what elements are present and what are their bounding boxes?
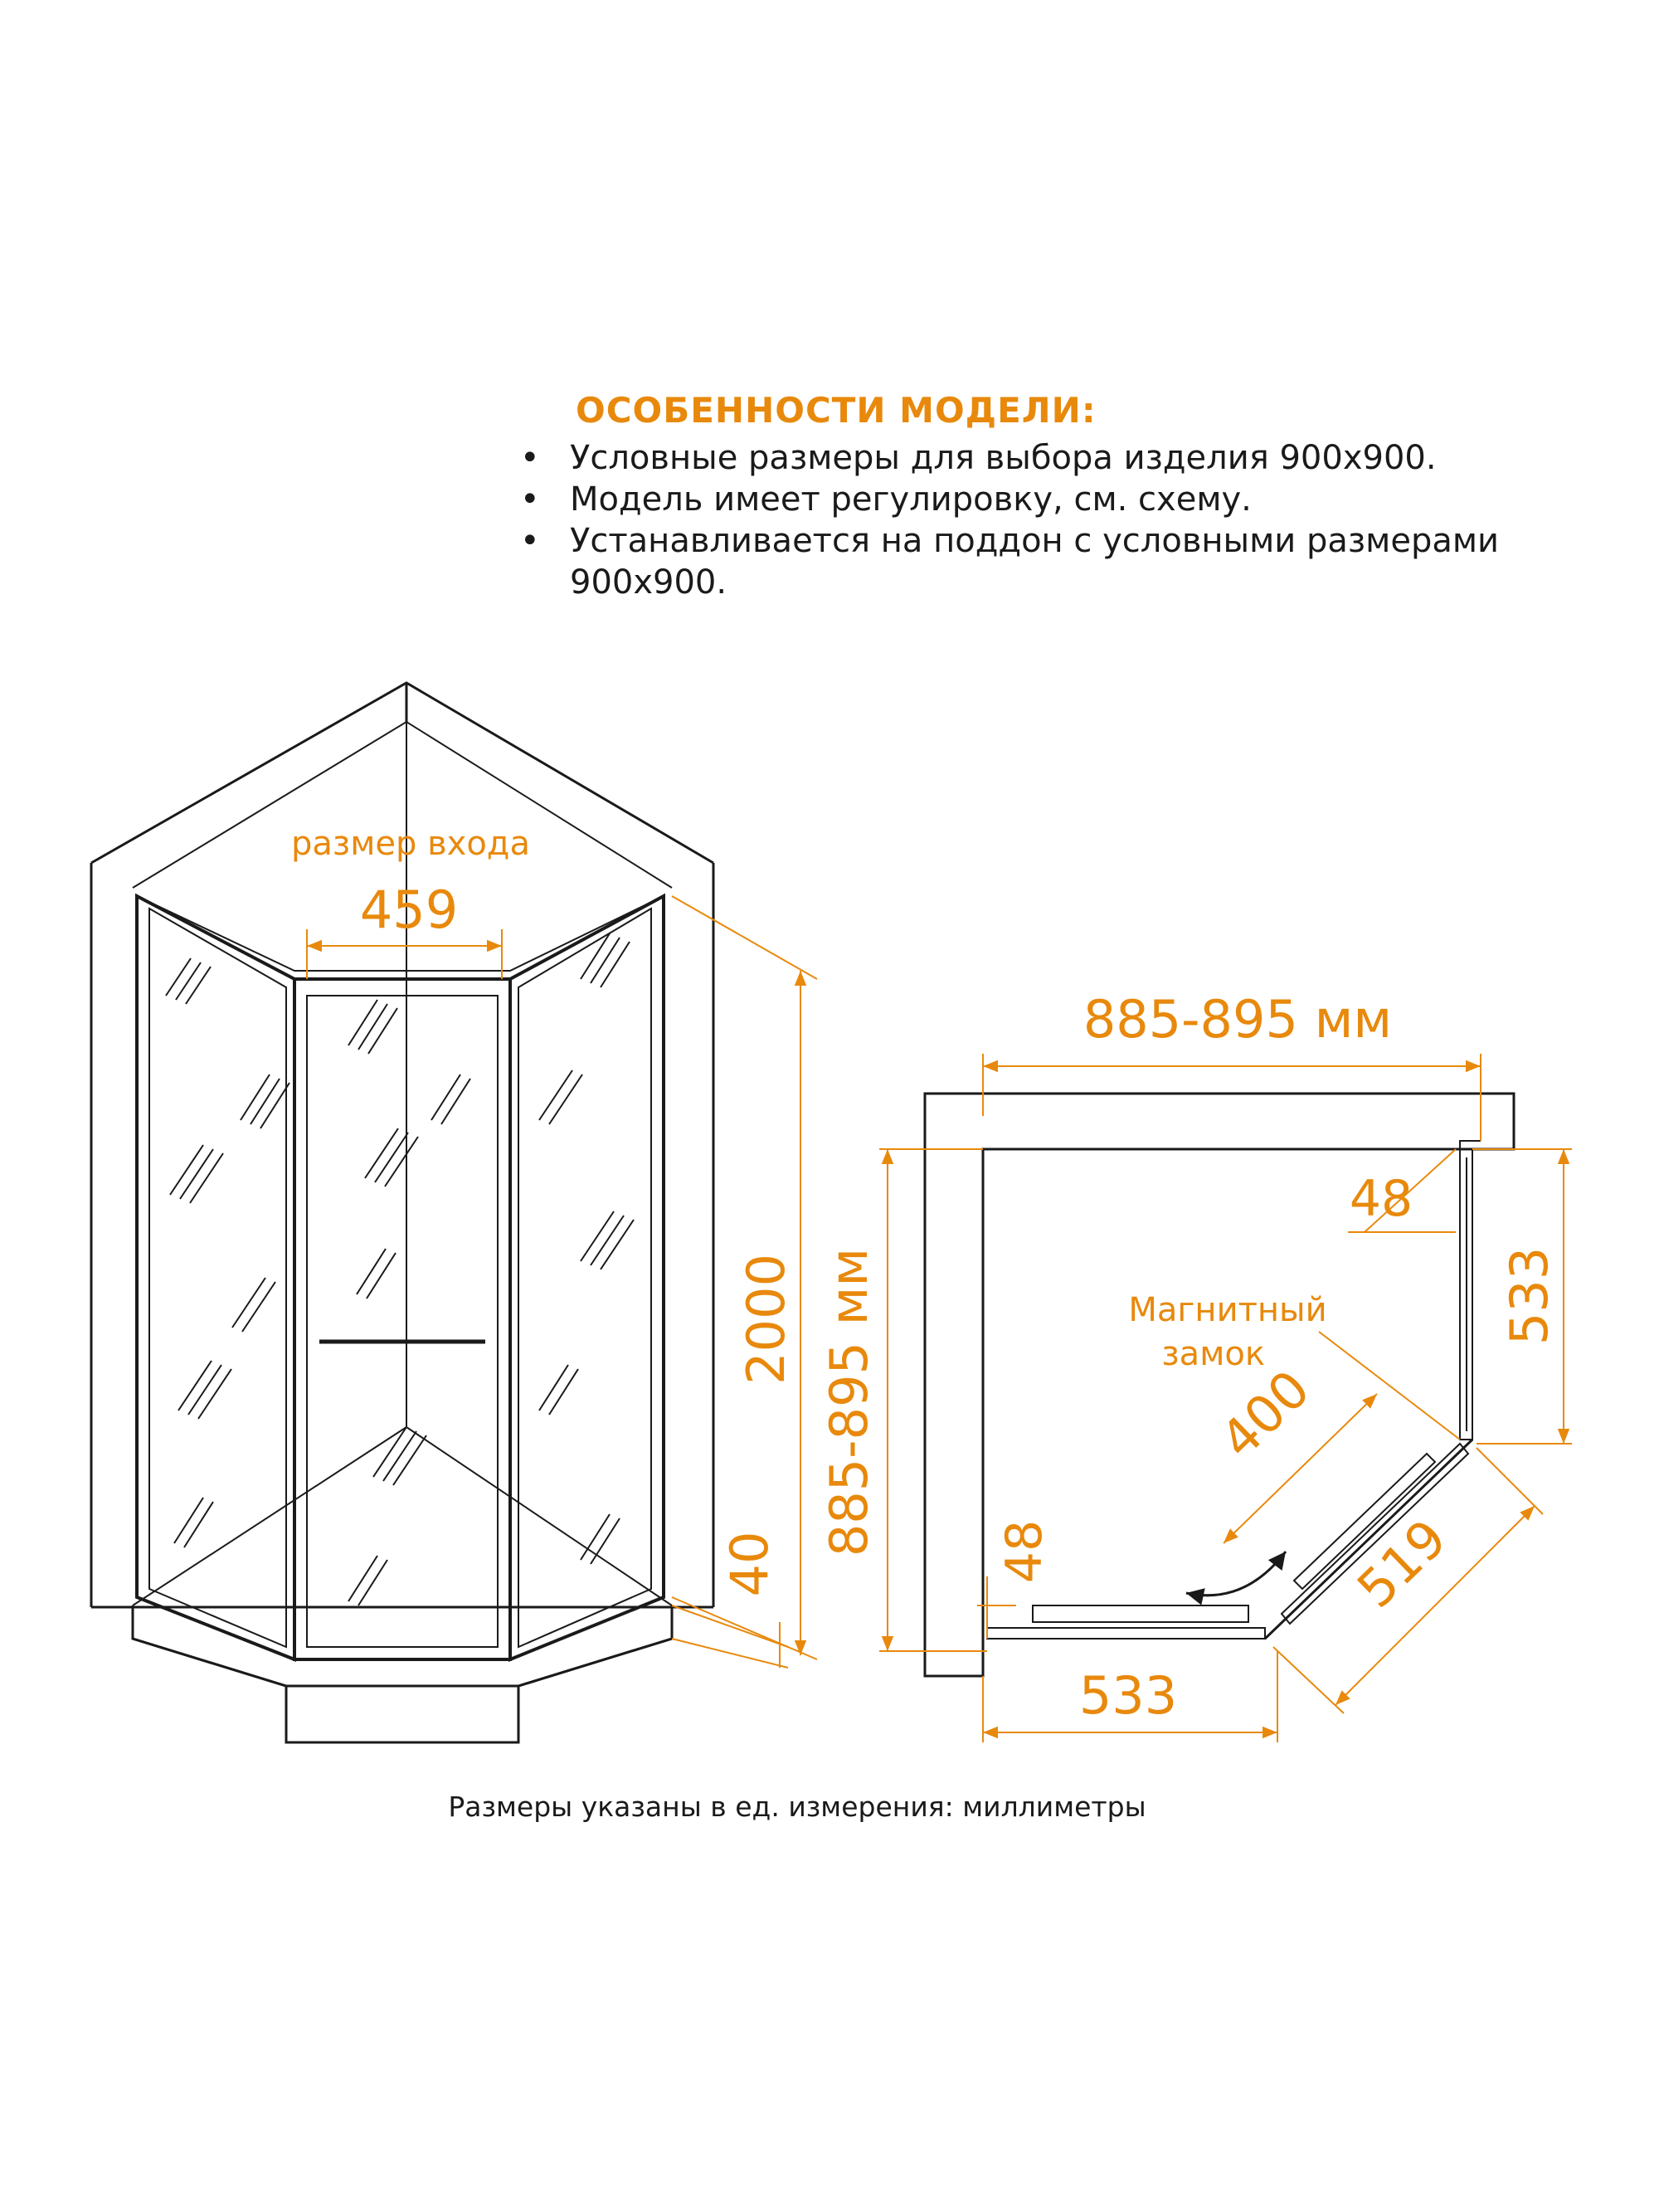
side-bottom-label: 533 [1079,1665,1177,1726]
features-list: Условные размеры для выбора изделия 900х… [508,437,1603,603]
front-view: размер входа 459 2000 40 [90,681,818,1744]
sliding-door-inner [1292,1452,1437,1591]
tray-height-label: 40 [719,1532,780,1597]
cabin-frame [135,893,665,1662]
wall-outline [90,681,715,1609]
profile-top-label: 48 [1350,1170,1413,1228]
features-title: ОСОБЕННОСТИ МОДЕЛИ: [576,390,1097,431]
feature-item: Условные размеры для выбора изделия 900х… [520,437,1603,479]
width-label: 885-895 мм [1083,989,1392,1050]
sliding-door [1280,1442,1470,1625]
fixed-panel [1032,1605,1249,1623]
glass-hatching [165,933,635,1606]
shower-tray [131,1605,674,1744]
lock-label-line2: замок [1161,1335,1265,1373]
depth-label: 885-895 мм [819,1248,879,1557]
profile-left-label: 48 [995,1520,1053,1583]
plan-view: 885-895 мм 885-895 мм 48 533 Магнитный з… [819,989,1572,1742]
profile-clip [1459,1140,1481,1149]
right-profile [1459,1148,1473,1440]
feature-item: Устанавливается на поддон с условными ра… [520,520,1565,603]
profile-left-leader [977,1576,1016,1639]
footnote: Размеры указаны в ед. измерения: миллиме… [448,1791,1146,1823]
side-right-label: 533 [1499,1247,1559,1345]
movement-arrow [1185,1551,1287,1605]
entrance-width-label: 459 [360,879,458,940]
features-block: ОСОБЕННОСТИ МОДЕЛИ: Условные размеры для… [508,390,1603,603]
profile-top-leader [1348,1148,1457,1233]
corner-walls [923,1092,1515,1678]
lock-leader [1318,1331,1461,1440]
lock-label-line1: Магнитный [1128,1291,1326,1329]
height-label: 2000 [736,1254,796,1385]
feature-item: Модель имеет регулировку, см. схему. [520,479,1603,520]
diagonal-label: 519 [1345,1508,1458,1620]
entrance-label: размер входа [291,825,530,863]
bottom-profile [986,1627,1266,1640]
door-leaf-label: 400 [1209,1358,1321,1470]
door-leaf-dimension-line [1223,1393,1378,1544]
diagonal-dimension-line [1335,1505,1535,1706]
